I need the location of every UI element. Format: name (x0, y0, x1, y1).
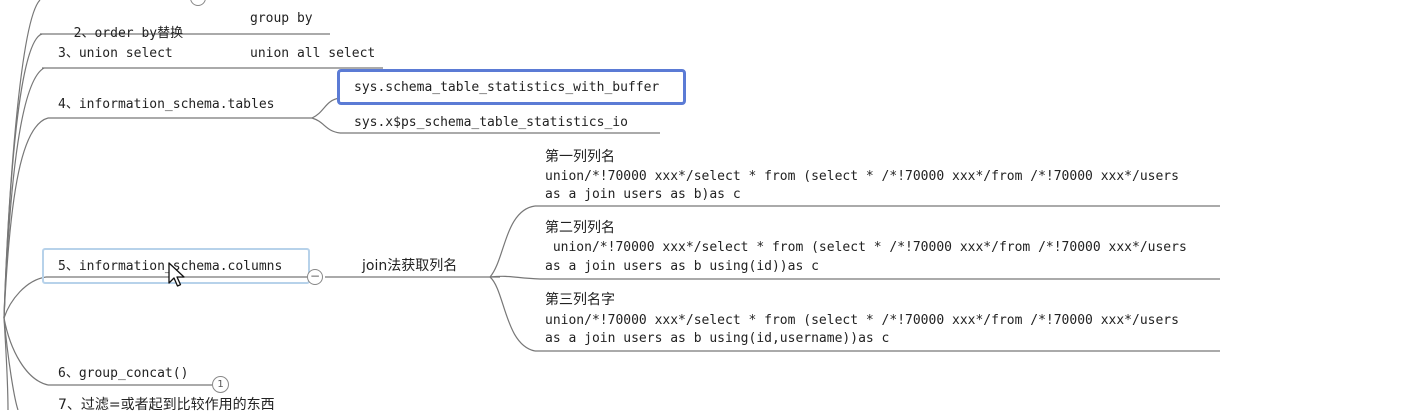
node-second-column-sql-line1: union/*!70000 xxx*/select * from (select… (545, 240, 1187, 255)
node-third-column-title[interactable]: 第三列名字 (545, 292, 615, 308)
node-union-all-select[interactable]: union all select (250, 46, 376, 61)
node-third-column-sql-line1: union/*!70000 xxx*/select * from (select… (545, 313, 1179, 328)
mouse-pointer-icon (168, 262, 185, 287)
node-union-select[interactable]: 3、union select (58, 46, 173, 61)
node-sys-x-ps-schema-table-statistics-io[interactable]: sys.x$ps_schema_table_statistics_io (354, 115, 628, 130)
node-information-schema-tables[interactable]: 4、information_schema.tables (58, 97, 275, 112)
node-first-column-title[interactable]: 第一列列名 (545, 149, 615, 165)
node-filter-comparison[interactable]: 7、过滤=或者起到比较作用的东西 (58, 397, 275, 413)
collapsed-count-badge[interactable]: 1 (212, 376, 229, 393)
collapse-toggle-icon[interactable]: − (307, 269, 323, 285)
node-order-by[interactable]: 2、order by替换 (73, 26, 184, 41)
node-group-by[interactable]: group by (250, 11, 313, 26)
node-second-column-sql-line2: as a join users as b using(id))as c (545, 259, 819, 274)
node-first-column-sql-line1: union/*!70000 xxx*/select * from (select… (545, 169, 1179, 184)
node-join-get-columns[interactable]: join法获取列名 (362, 258, 458, 274)
node-first-column-sql-line2: as a join users as b)as c (545, 187, 741, 202)
selected-node-highlight (337, 69, 686, 105)
node-third-column-sql-line2: as a join users as b using(id,username))… (545, 331, 890, 346)
node-sys-schema-table-statistics-with-buffer[interactable]: sys.schema_table_statistics_with_buffer (354, 80, 660, 95)
node-group-concat[interactable]: 6、group_concat() (58, 366, 189, 381)
node-second-column-title[interactable]: 第二列列名 (545, 220, 615, 236)
